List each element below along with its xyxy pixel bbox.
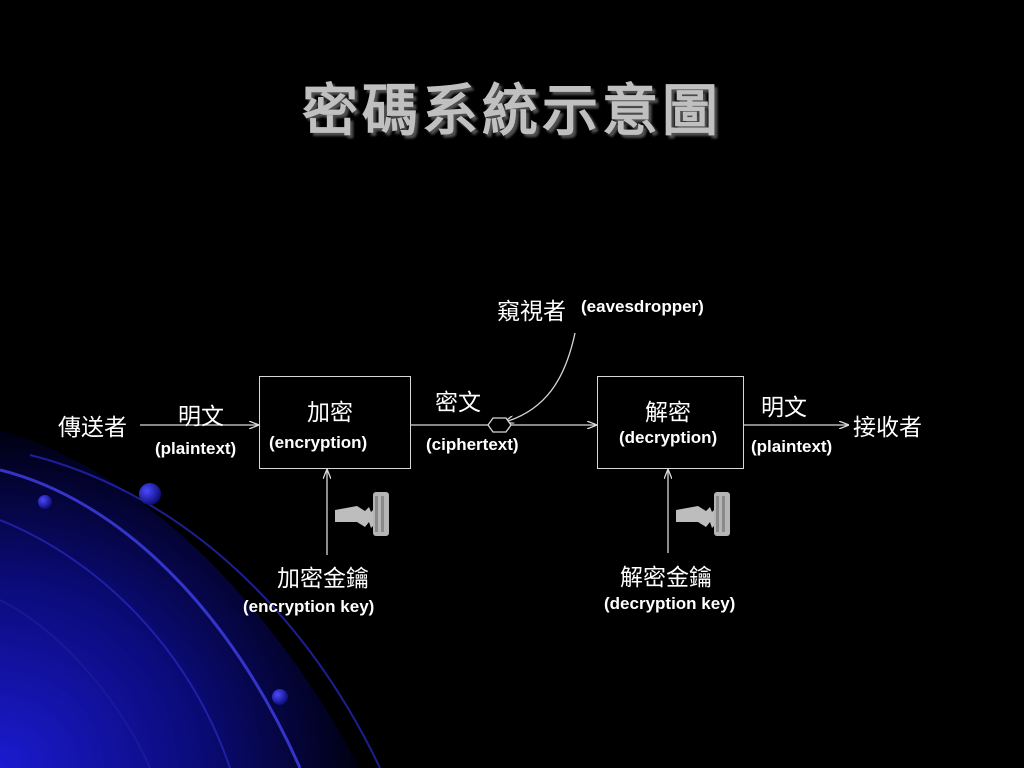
decryption-key-label: 解密金鑰 (620, 565, 712, 591)
encryption-en-label: (encryption) (269, 433, 368, 452)
ciphertext-label: 密文 (435, 390, 481, 416)
eavesdropper-label: 窺視者 (497, 299, 566, 325)
decryption-key-en-label: (decryption key) (604, 594, 736, 613)
slide-title: 密碼系統示意圖 (302, 78, 722, 144)
key-icon (676, 492, 730, 536)
ciphertext-en-label: (ciphertext) (426, 435, 519, 454)
arrow-eavesdropper-tap (505, 332, 576, 422)
decryption-en-label: (decryption) (619, 428, 718, 447)
tap-point-icon (487, 417, 512, 433)
plaintext-left-en-label: (plaintext) (155, 439, 237, 458)
key-icon (335, 492, 389, 536)
plaintext-right-en-label: (plaintext) (751, 437, 833, 456)
encryption-box (259, 376, 411, 469)
decoration-ball (38, 495, 52, 509)
decoration-ball (272, 689, 288, 705)
decryption-label: 解密 (645, 400, 691, 426)
eavesdropper-en-label: (eavesdropper) (581, 297, 704, 316)
sender-label: 傳送者 (58, 415, 127, 441)
encryption-key-label: 加密金鑰 (277, 566, 369, 592)
plaintext-right-label: 明文 (761, 395, 807, 421)
encryption-label: 加密 (307, 400, 353, 426)
decryption-box (597, 376, 744, 469)
receiver-label: 接收者 (853, 415, 922, 441)
decoration-ball (139, 483, 161, 505)
encryption-key-en-label: (encryption key) (243, 597, 375, 616)
plaintext-left-label: 明文 (178, 404, 224, 430)
